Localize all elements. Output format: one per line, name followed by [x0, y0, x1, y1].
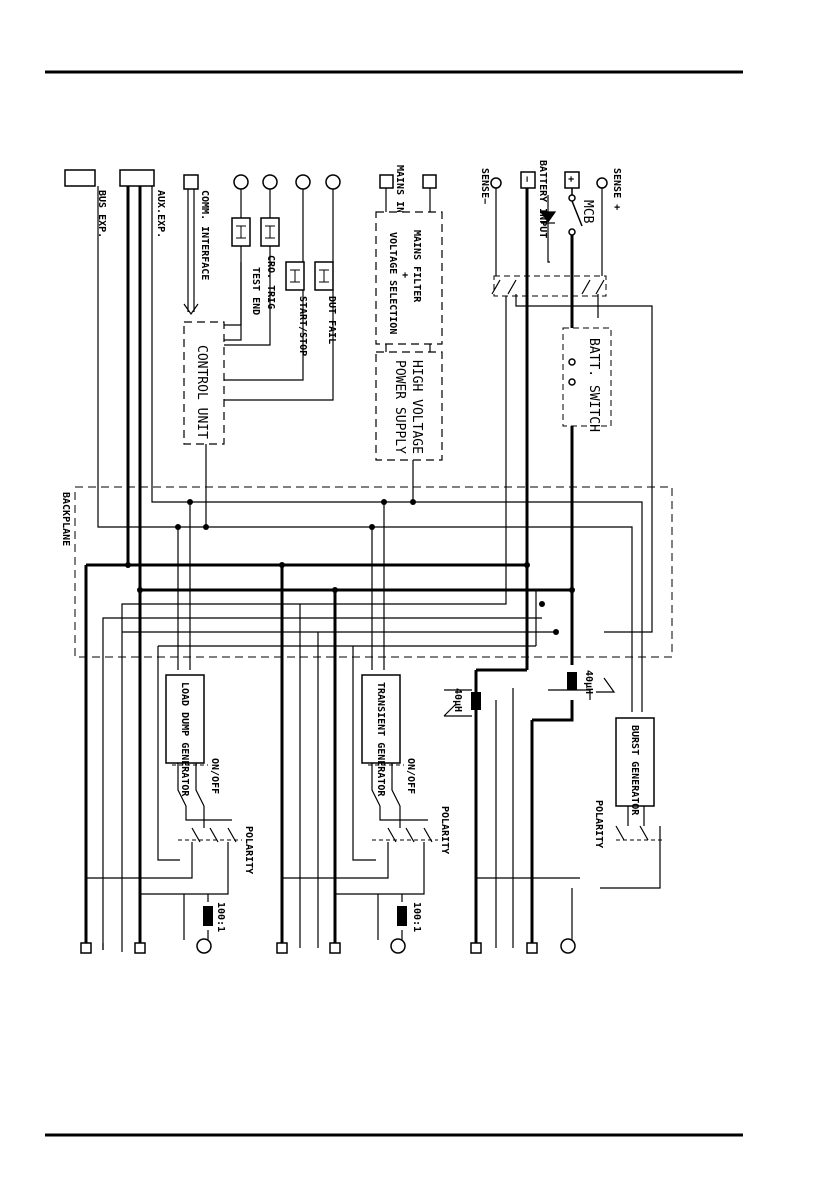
polarity-label-1: POLARITY — [243, 826, 254, 874]
transient-generator-label: TRANSIENT GENERATOR — [375, 682, 386, 797]
control-unit-label: CONTROL UNIT — [194, 345, 209, 439]
sense-minus-terminal — [490, 177, 502, 189]
out-terminal-2 — [134, 942, 146, 954]
mains-input-l — [379, 174, 394, 189]
batt-switch-box — [562, 327, 612, 427]
out-bnc-2 — [390, 938, 406, 954]
control-unit-box — [183, 321, 225, 445]
polarity-label-2: POLARITY — [439, 806, 450, 854]
out-terminal-4 — [329, 942, 341, 954]
comm-interface-connector — [183, 174, 199, 190]
mcb-label: MCB — [580, 200, 595, 224]
burst-generator-label: BURST GENERATOR — [629, 725, 640, 816]
test-end-label: TEST END — [250, 267, 261, 315]
start-stop-bnc — [295, 174, 311, 190]
out-terminal-6 — [526, 942, 538, 954]
inductor-1-label: 40μH — [452, 688, 463, 712]
ratio-label-2: 100:1 — [411, 902, 422, 932]
battery-minus-sign: − — [521, 176, 532, 182]
power-supply-box — [375, 351, 443, 461]
bus-exp-connector — [64, 169, 96, 187]
attenuator-1 — [203, 906, 213, 926]
sense-plus-terminal — [596, 177, 608, 189]
batt-switch-label: BATT. SWITCH — [586, 338, 601, 432]
sense-minus-label: SENSE− — [479, 168, 490, 204]
transient-generator-box — [361, 674, 401, 764]
out-terminal-1 — [80, 942, 92, 954]
dut-fail-label: DUT FAIL — [326, 296, 337, 344]
backplane-label: BACKPLANE — [60, 492, 71, 546]
out-terminal-3 — [276, 942, 288, 954]
battery-input-label: BATTERY INPUT — [537, 160, 548, 238]
mains-input-label: MAINS INPUT — [394, 165, 405, 231]
load-dump-generator-label: LOAD DUMP GENERATOR — [179, 682, 190, 797]
comm-interface-label: COMM. INTERFACE — [199, 190, 210, 280]
attenuator-2 — [397, 906, 407, 926]
inductor-2-label: 40μH — [583, 670, 594, 694]
mains-input-n — [422, 174, 437, 189]
on-off-label-2: ON/OFF — [405, 758, 416, 794]
sense-plus-label: SENSE + — [611, 168, 622, 210]
inductor-1 — [471, 692, 481, 710]
mains-filter-label: MAINS FILTER — [411, 230, 422, 303]
bus-exp-label: BUS EXP. — [96, 190, 107, 238]
out-bnc-1 — [196, 938, 212, 954]
inductor-2 — [567, 672, 577, 690]
aux-exp-connector — [119, 169, 155, 187]
on-off-label-1: ON/OFF — [209, 758, 220, 794]
backplane-box — [74, 486, 673, 658]
cro-trig-bnc — [233, 174, 249, 190]
out-terminal-5 — [470, 942, 482, 954]
high-voltage-label: HIGH VOLTAGE — [409, 360, 424, 454]
ratio-label-1: 100:1 — [215, 902, 226, 932]
mains-filter-box — [375, 211, 443, 345]
power-supply-label: POWER SUPPLY — [392, 360, 407, 454]
dut-fail-bnc — [325, 174, 341, 190]
aux-exp-label: AUX.EXP. — [155, 190, 166, 238]
load-dump-generator-box — [165, 674, 205, 764]
test-end-bnc — [262, 174, 278, 190]
polarity-label-3: POLARITY — [593, 800, 604, 848]
mains-filter-plus: + — [399, 272, 410, 278]
battery-plus-sign: + — [565, 176, 576, 182]
out-bnc-3 — [560, 938, 576, 954]
voltage-selection-label: VOLTAGE SELECTION — [387, 232, 398, 334]
sense-relay-box — [493, 275, 607, 297]
